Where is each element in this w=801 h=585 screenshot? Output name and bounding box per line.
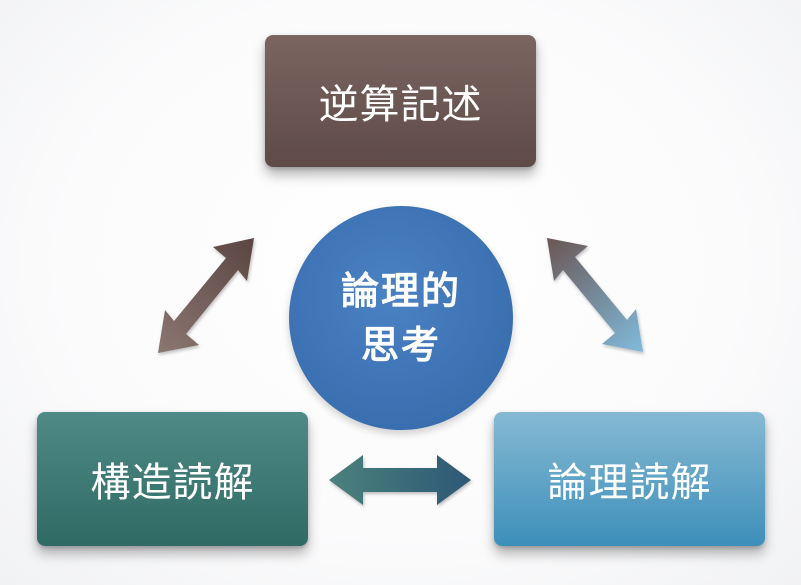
node-left-label: 構造読解 <box>90 460 255 506</box>
arrow-top-right <box>547 238 643 352</box>
node-right-label: 論理読解 <box>547 460 712 506</box>
node-top-label: 逆算記述 <box>318 82 483 128</box>
node-left: 構造読解 <box>37 412 308 546</box>
center-circle: 論理的 思考 <box>289 206 513 430</box>
node-right: 論理読解 <box>494 412 765 546</box>
arrow-bottom <box>329 455 471 505</box>
center-label-line1: 論理的 <box>340 269 461 313</box>
node-top: 逆算記述 <box>265 35 536 167</box>
center-label-line2: 思考 <box>360 323 441 367</box>
arrow-top-left <box>158 238 254 353</box>
